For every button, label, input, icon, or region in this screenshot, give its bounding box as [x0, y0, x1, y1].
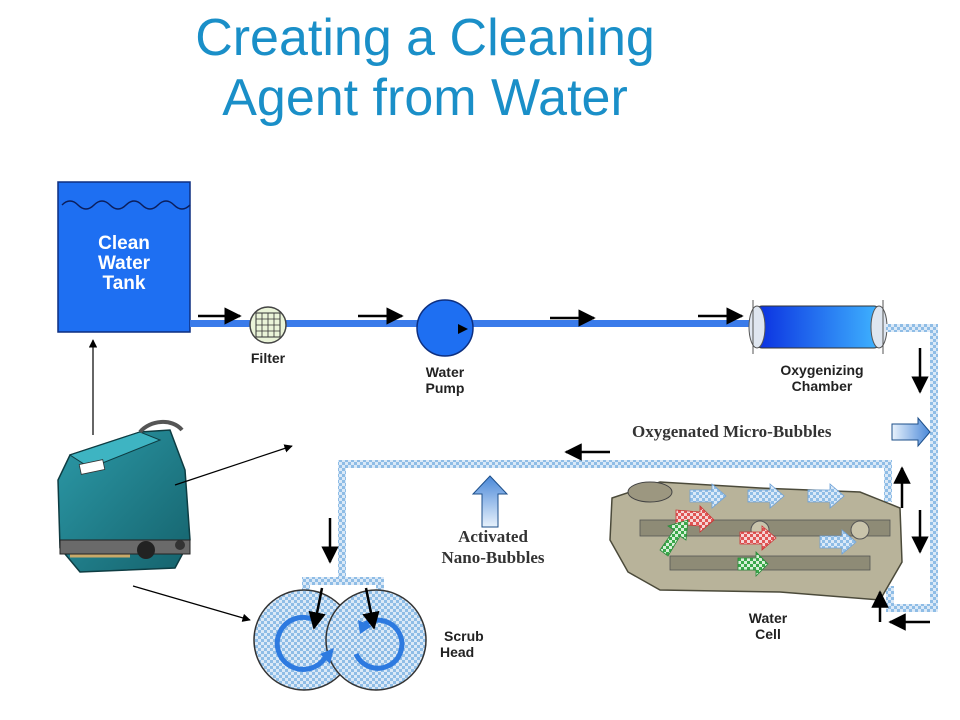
activated-label-line-1: Activated [458, 527, 528, 546]
filter-label: Filter [250, 350, 286, 366]
water-cell-label: Water Cell [728, 610, 808, 642]
activated-label-line-2: Nano-Bubbles [441, 548, 545, 567]
scrub-head-label-line-2: Head [440, 644, 475, 660]
tank-label: Clean Water Tank [58, 234, 190, 294]
water-cell-label-line-1: Water [748, 610, 788, 626]
floor-scrubber-machine-icon [57, 420, 191, 573]
chamber-label: Oxygenizing Chamber [762, 362, 882, 394]
filter-grid-icon [249, 306, 287, 344]
rotation-arrow-icon [274, 614, 334, 672]
clean-water-tank [57, 181, 191, 333]
oxygenated-water-pipe [886, 324, 938, 612]
pump-label: Water Pump [405, 364, 485, 396]
chamber-label-line-1: Oxygenizing [780, 362, 864, 378]
pump-icon [416, 299, 474, 357]
pump-label-line-1: Water [425, 364, 465, 380]
water-cell-label-line-2: Cell [755, 626, 781, 642]
tank-label-line-1: Clean [98, 233, 150, 254]
oxygenated-micro-bubbles-label: Oxygenated Micro-Bubbles [632, 422, 832, 441]
scrub-head [253, 589, 427, 691]
tank-label-line-2: Water [97, 253, 151, 274]
pump-label-line-2: Pump [425, 380, 465, 396]
chamber-label-line-2: Chamber [791, 378, 853, 394]
tank-label-line-3: Tank [102, 273, 146, 294]
right-block-arrow [891, 416, 931, 448]
flow-arrows [198, 307, 930, 631]
chamber-cylinder-icon [748, 300, 888, 354]
activated-nano-bubbles-label: Activated Nano-Bubbles [418, 526, 568, 568]
scrub-head-label: Scrub Head [440, 628, 490, 660]
scrub-head-label-line-1: Scrub [444, 628, 484, 644]
water-cell-device-icon [609, 481, 903, 601]
pointer-arrows [88, 339, 293, 622]
page-title: Creating a Cleaning Agent from Water [95, 8, 755, 128]
title-line-2: Agent from Water [222, 69, 628, 127]
title-line-1: Creating a Cleaning [195, 9, 655, 67]
up-block-arrow [471, 475, 509, 528]
